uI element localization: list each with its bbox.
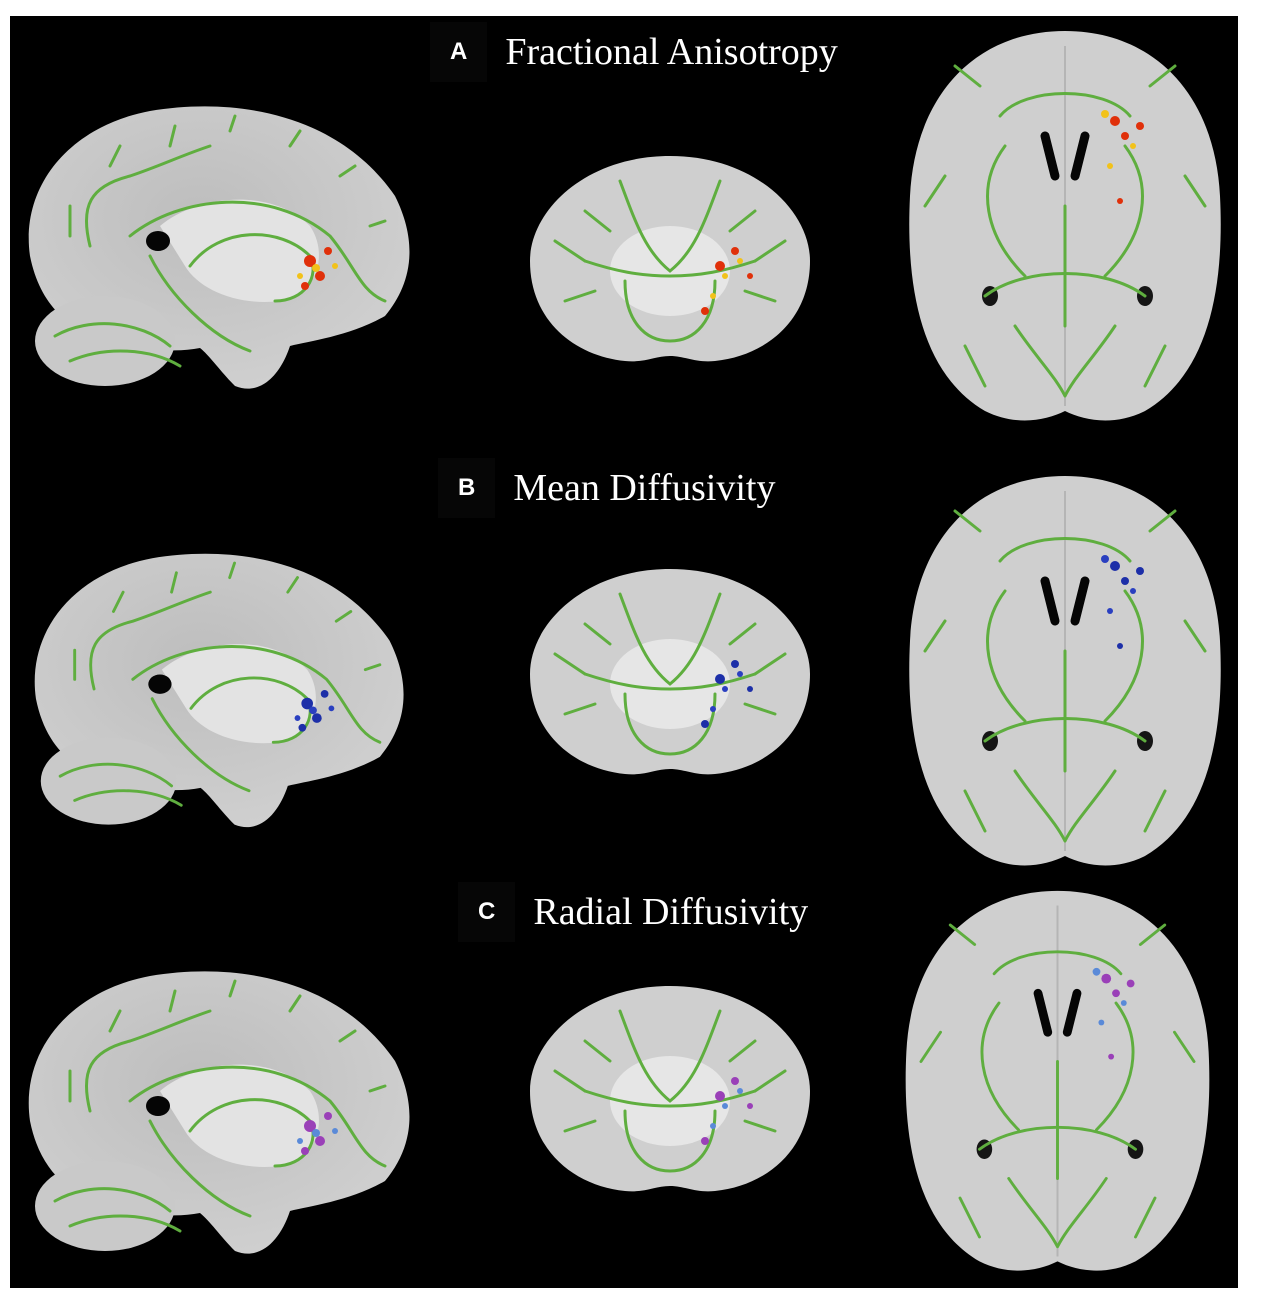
panel-title-text: Mean Diffusivity	[513, 467, 776, 509]
brain-slice-image	[28, 106, 410, 389]
sagittal-slice-c	[10, 951, 430, 1271]
panel-a-title: A Fractional Anisotropy	[430, 22, 838, 82]
brain-slice-image	[909, 476, 1221, 866]
panel-title-text: Radial Diffusivity	[533, 891, 809, 933]
panel-title-text: Fractional Anisotropy	[505, 31, 838, 73]
brain-slice-image	[34, 553, 404, 828]
brain-slice-image	[530, 986, 810, 1192]
panel-letter: C	[458, 882, 516, 942]
brain-slice-image	[905, 890, 1210, 1271]
axial-slice-c	[890, 886, 1225, 1276]
figure-panel: A Fractional Anisotropy	[10, 16, 1238, 1288]
brain-slice-image	[530, 156, 810, 362]
coronal-slice-b	[525, 564, 815, 779]
panel-letter: A	[430, 22, 488, 82]
sagittal-slice-b	[10, 534, 430, 844]
coronal-slice-a	[525, 151, 815, 366]
brain-slice-image	[530, 569, 810, 775]
brain-slice-image	[28, 971, 410, 1254]
panel-b-title: B Mean Diffusivity	[438, 458, 775, 518]
axial-slice-b	[905, 471, 1225, 871]
brain-slice-image	[909, 31, 1221, 421]
axial-slice-a	[905, 16, 1225, 436]
coronal-slice-c	[525, 981, 815, 1196]
panel-letter: B	[438, 458, 496, 518]
sagittal-slice-a	[10, 86, 430, 406]
panel-c-title: C Radial Diffusivity	[458, 882, 808, 942]
